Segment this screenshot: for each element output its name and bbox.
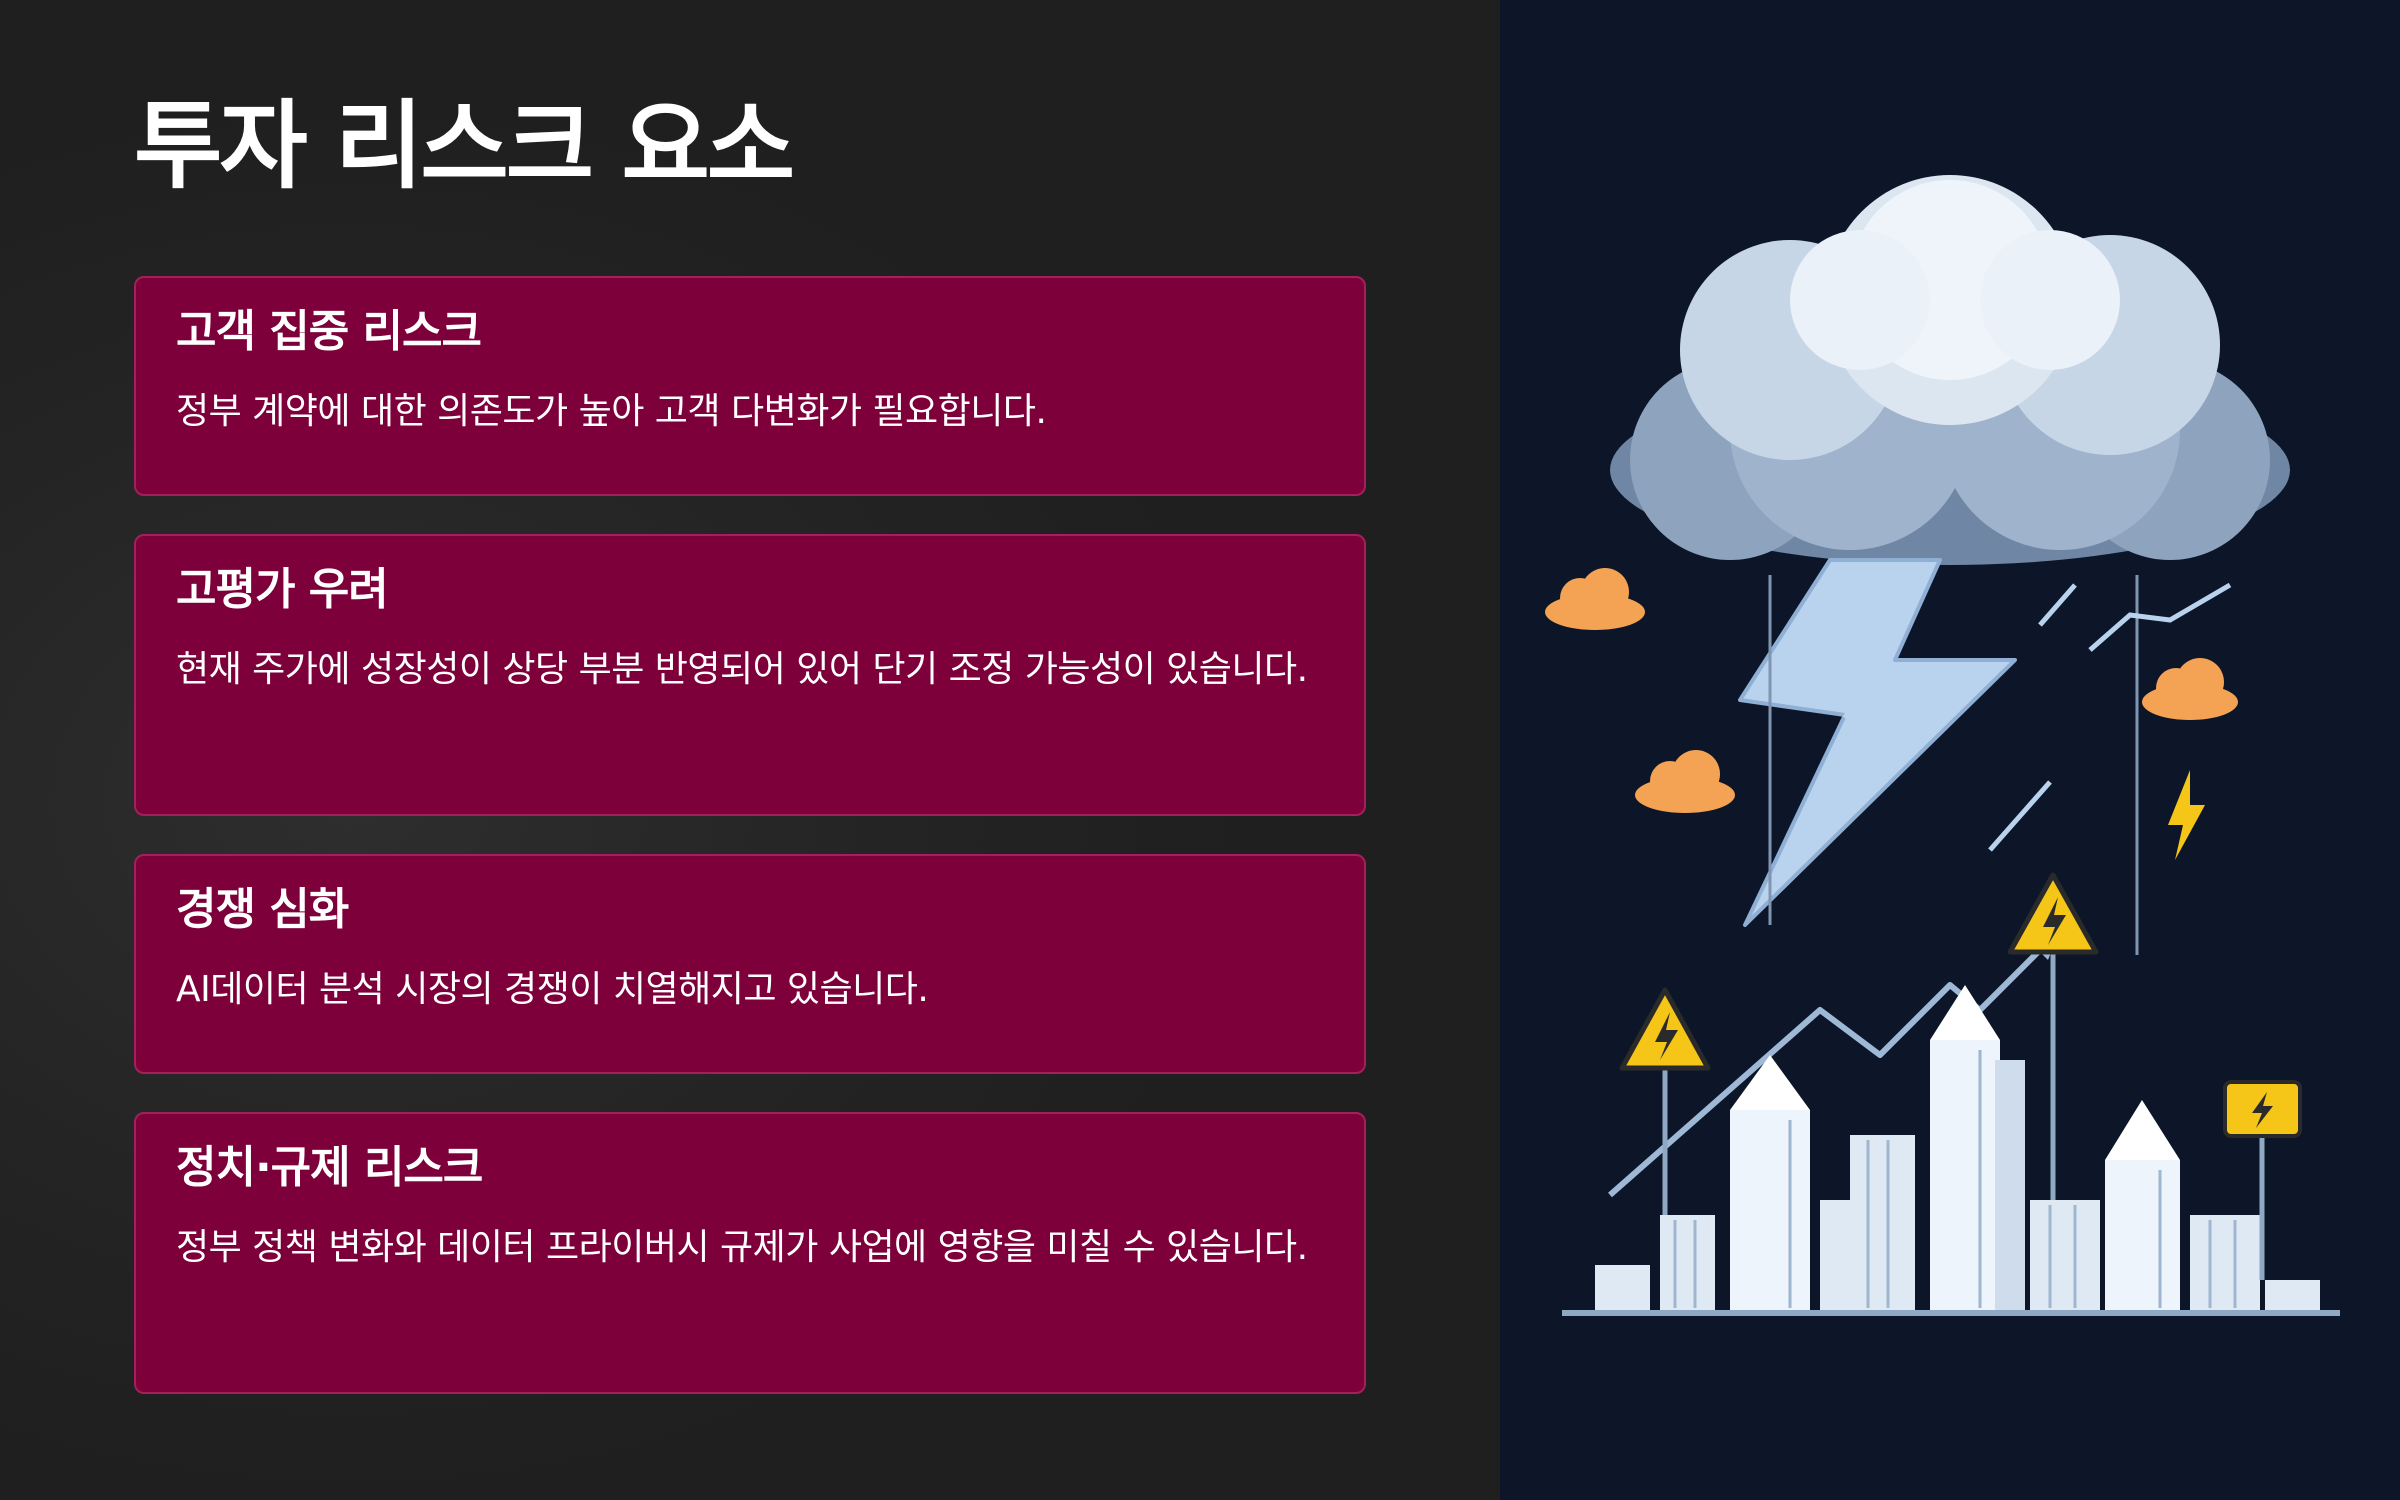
risk-card-competition: 경쟁 심화 AI데이터 분석 시장의 경쟁이 치열해지고 있습니다.	[134, 854, 1366, 1074]
risk-card-customer-concentration: 고객 집중 리스크 정부 계약에 대한 의존도가 높아 고객 다변화가 필요합니…	[134, 276, 1366, 496]
risk-card-title: 정치·규제 리스크	[176, 1142, 483, 1193]
ground-line	[1562, 1310, 2340, 1316]
risk-card-description: 현재 주가에 성장성이 상당 부분 반영되어 있어 단기 조정 가능성이 있습니…	[176, 649, 1308, 690]
storm-illustration-panel	[1500, 0, 2400, 1500]
rising-arrow-line	[1608, 937, 2053, 1198]
risk-card-description: AI데이터 분석 시장의 경쟁이 치열해지고 있습니다.	[176, 969, 929, 1010]
risk-card-title: 고평가 우려	[176, 564, 389, 615]
small-cloud-icon	[1635, 750, 1735, 813]
small-cloud-icon	[2142, 658, 2238, 720]
small-lightning-icon	[2168, 770, 2205, 860]
small-arrows	[1806, 582, 2232, 852]
risk-card-overvaluation: 고평가 우려 현재 주가에 성장성이 상당 부분 반영되어 있어 단기 조정 가…	[134, 534, 1366, 816]
page-title: 투자 리스크 요소	[134, 90, 795, 202]
risk-card-title: 경쟁 심화	[176, 884, 349, 935]
risk-card-political-regulatory: 정치·규제 리스크 정부 정책 변화와 데이터 프라이버시 규제가 사업에 영향…	[134, 1112, 1366, 1394]
risk-card-description: 정부 계약에 대한 의존도가 높아 고객 다변화가 필요합니다.	[176, 391, 1047, 432]
lightning-bolt-icon	[1738, 558, 2017, 927]
city-buildings	[1595, 985, 2320, 1310]
risk-card-title: 고객 집중 리스크	[176, 306, 482, 357]
small-cloud-icon	[1545, 568, 1645, 630]
rain-lines	[1768, 575, 2139, 955]
warning-sign-icon	[2007, 872, 2099, 1200]
warning-sign-icon	[2223, 1080, 2302, 1280]
storm-illustration	[1545, 175, 2340, 1316]
warning-sign-icon	[1619, 987, 1711, 1215]
storm-cloud-icon	[1610, 175, 2290, 565]
risk-card-description: 정부 정책 변화와 데이터 프라이버시 규제가 사업에 영향을 미칠 수 있습니…	[176, 1227, 1308, 1268]
